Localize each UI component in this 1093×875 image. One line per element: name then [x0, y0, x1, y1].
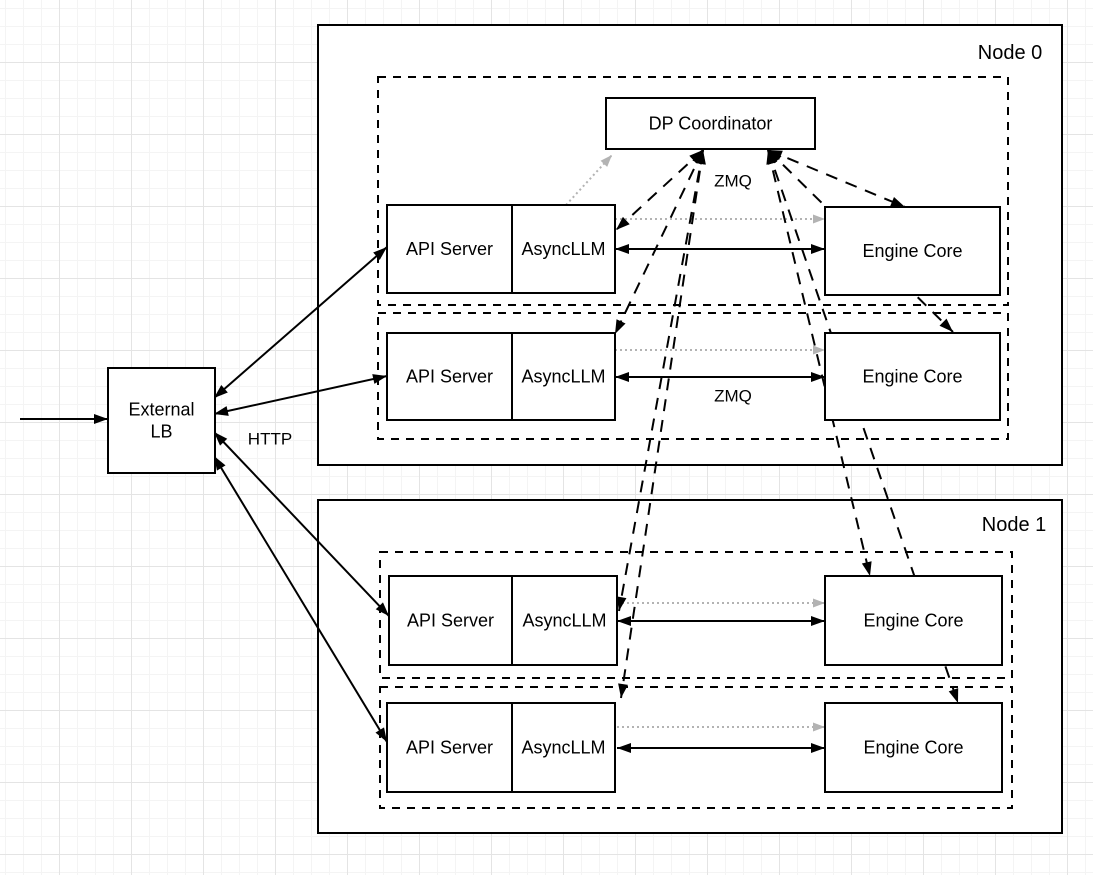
- server-node0-replica1-api-server-label: API Server: [406, 367, 493, 387]
- server-node0-replica1: [386, 332, 616, 421]
- external-lb-label-line-1: LB: [150, 422, 172, 442]
- server-node0-replica0-api-server-label: API Server: [406, 239, 493, 259]
- engine-core-node0-replica0: [824, 206, 1001, 296]
- lb-to-api-node0-replica1-arrow: [213, 374, 388, 416]
- dp-coordinator-label-line-0: DP Coordinator: [649, 114, 773, 134]
- engine-core-node0-replica0-label-line-0: Engine Core: [862, 241, 962, 261]
- lb-to-api-node0-replica0-arrow: [213, 246, 388, 399]
- server-node0-replica1-asyncllm-label: AsyncLLM: [521, 367, 605, 387]
- node-1-label: Node 1: [982, 514, 1047, 536]
- server-node1-replica0: [388, 575, 618, 666]
- external-lb: [107, 367, 216, 474]
- node-0-label: Node 0: [978, 42, 1043, 64]
- external-lb-label-line-0: External: [128, 400, 194, 420]
- server-node1-replica1: [386, 702, 616, 793]
- engine-core-node0-replica1-label-line-0: Engine Core: [862, 367, 962, 387]
- server-node1-replica0-api-server-label: API Server: [407, 611, 494, 631]
- engine-core-node1-replica1: [824, 702, 1003, 793]
- zmq-coordinator-label: ZMQ: [714, 172, 752, 191]
- engine-core-node1-replica0-label-line-0: Engine Core: [863, 611, 963, 631]
- server-node1-replica0-asyncllm-label: AsyncLLM: [522, 611, 606, 631]
- zmq-row-label: ZMQ: [714, 387, 752, 406]
- server-node0-replica0-asyncllm-label: AsyncLLM: [521, 239, 605, 259]
- http-label: HTTP: [248, 430, 292, 449]
- async-to-coordinator-dotted-arrow: [565, 154, 613, 206]
- engine-core-node0-replica1: [824, 332, 1001, 421]
- server-node1-replica1-api-server-label: API Server: [406, 738, 493, 758]
- engine-core-node1-replica0: [824, 575, 1003, 666]
- engine-core-node1-replica1-label-line-0: Engine Core: [863, 738, 963, 758]
- lb-to-api-node1-replica1-arrow: [213, 455, 388, 743]
- server-node0-replica0: [386, 204, 616, 294]
- server-node1-replica1-asyncllm-label: AsyncLLM: [521, 738, 605, 758]
- coordinator-async-node1-replica1-arrow: [618, 149, 706, 699]
- dp-coordinator: [605, 97, 816, 150]
